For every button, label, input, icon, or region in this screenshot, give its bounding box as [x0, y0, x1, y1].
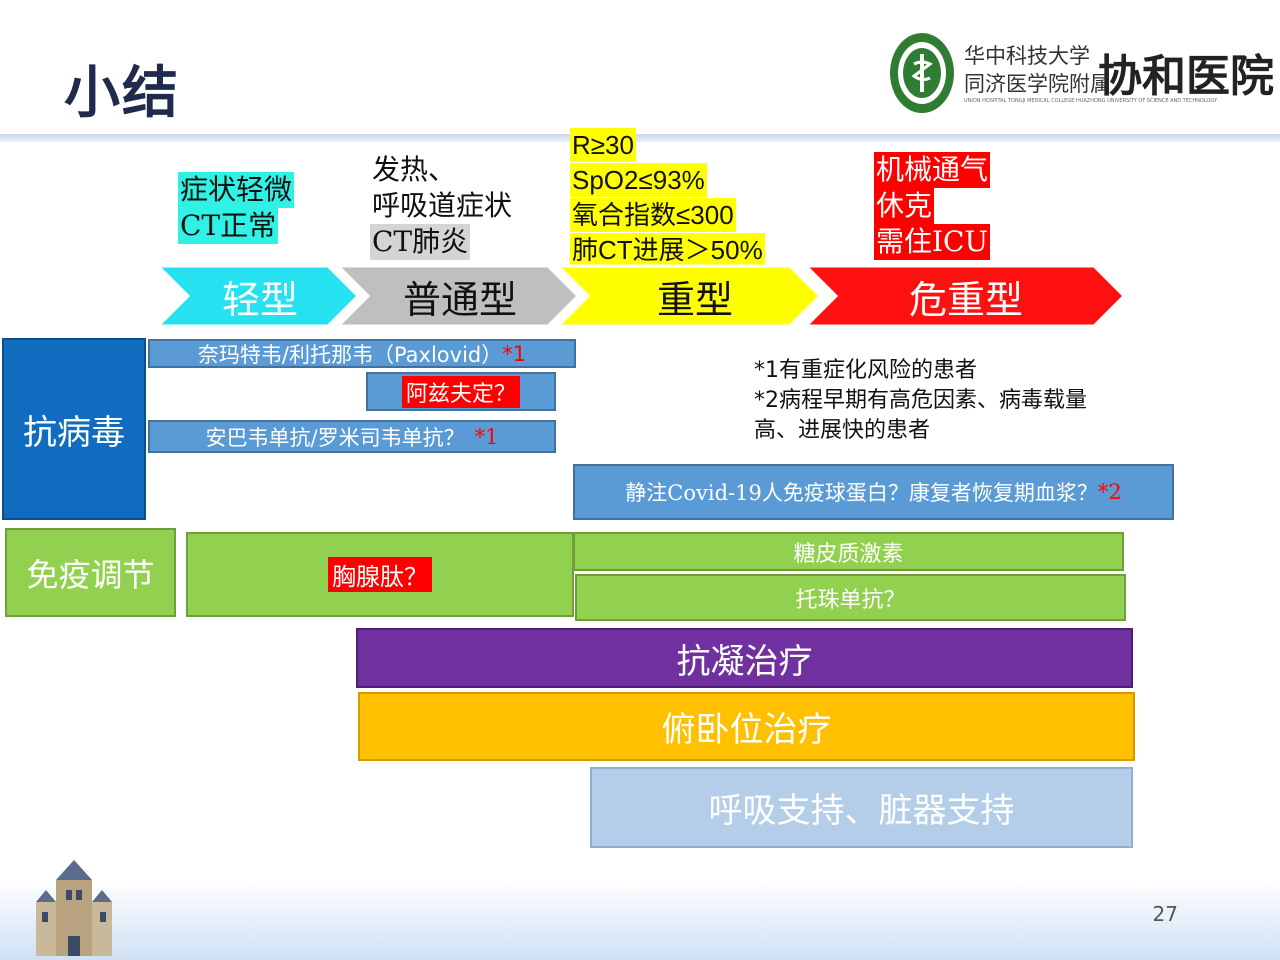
stage-critical-chevron [802, 264, 1127, 328]
ivig-plasma-text: 静注Covid-19人免疫球蛋白？康复者恢复期血浆？ [625, 481, 1098, 505]
organ-support-bar: 呼吸支持、脏器支持 [590, 767, 1133, 848]
common-criterion: CT肺炎 [370, 224, 471, 260]
severity-stages-arrow [154, 264, 1127, 328]
footnote: *2病程早期有高危因素、病毒载量 [754, 388, 1087, 413]
antiviral-label: 抗病毒 [23, 412, 125, 453]
mild-criterion: 症状轻微 [178, 172, 295, 208]
thymosin-text: 胸腺肽？ [328, 557, 432, 592]
paxlovid-bar: 奈玛特韦/利托那韦（Paxlovid） *1 [148, 339, 576, 368]
page-number: 27 [1152, 902, 1178, 926]
prone-position-bar: 俯卧位治疗 [358, 692, 1135, 761]
severe-criterion: R≥30 [570, 128, 636, 162]
stage-common-chevron [334, 264, 581, 328]
critical-criterion: 休克 [874, 188, 935, 224]
glucocorticoid-text: 糖皮质激素 [793, 541, 904, 567]
common-criteria: 发热、 呼吸道症状 CT肺炎 [370, 152, 514, 260]
ivig-plasma-bar: 静注Covid-19人免疫球蛋白？康复者恢复期血浆？ *2 [573, 464, 1174, 520]
critical-criterion: 机械通气 [874, 152, 991, 188]
severe-criterion: 氧合指数≤300 [570, 198, 736, 232]
immune-category: 免疫调节 [5, 528, 176, 617]
mild-criterion: CT正常 [178, 208, 279, 244]
hospital-name: 协和医院 [1098, 51, 1274, 102]
common-criterion: 呼吸道症状 [372, 189, 513, 222]
paxlovid-note-mark: *1 [502, 341, 527, 366]
stage-common-label: 普通型 [402, 277, 517, 322]
school-name-line1: 华中科技大学 [964, 44, 1090, 68]
immune-label: 免疫调节 [26, 555, 155, 594]
school-name-line2: 同济医学院附属 [964, 72, 1111, 96]
common-criterion: 发热、 [372, 153, 457, 186]
antibody-text: 安巴韦单抗/罗米司韦单抗？ [205, 425, 465, 450]
antiviral-category: 抗病毒 [2, 338, 146, 520]
thymosin-bar: 胸腺肽？ [186, 532, 574, 617]
page-title: 小结 [64, 61, 180, 126]
tocilizumab-bar: 托珠单抗？ [575, 574, 1126, 621]
organ-support-text: 呼吸支持、脏器支持 [708, 791, 1015, 831]
azvudine-text: 阿兹夫定？ [401, 375, 520, 408]
stage-mild-label: 轻型 [221, 277, 298, 322]
header-divider [0, 134, 1280, 142]
antibody-note-mark: *1 [474, 424, 499, 449]
stage-severe-chevron [554, 264, 823, 328]
critical-criterion: 需住ICU [874, 224, 991, 260]
anticoagulation-text: 抗凝治疗 [676, 641, 813, 682]
hospital-logo: 华中科技大学 同济医学院附属 协和医院 UNION HOSPITAL TONGJ… [888, 30, 1274, 116]
stage-severe-label: 重型 [656, 277, 733, 322]
stage-mild-chevron [154, 264, 361, 328]
anticoagulation-bar: 抗凝治疗 [356, 628, 1133, 688]
footer-band [0, 880, 1280, 960]
stage-critical-label: 危重型 [908, 277, 1023, 322]
hospital-english-name: UNION HOSPITAL TONGJI MEDICAL COLLEGE HU… [964, 98, 1218, 104]
tocilizumab-text: 托珠单抗？ [795, 587, 906, 613]
critical-criteria: 机械通气 休克 需住ICU [874, 152, 991, 260]
paxlovid-text: 奈玛特韦/利托那韦（Paxlovid） [197, 342, 503, 367]
glucocorticoid-bar: 糖皮质激素 [573, 532, 1124, 571]
severe-criterion: SpO2≤93% [570, 163, 707, 197]
severe-criteria: R≥30 SpO2≤93% 氧合指数≤300 肺CT进展＞50% [570, 128, 765, 268]
ivig-note-mark: *2 [1097, 480, 1122, 504]
hospital-emblem-icon [890, 33, 954, 113]
hospital-building-icon [36, 860, 112, 956]
footnote: 高、进展快的患者 [754, 418, 931, 443]
footnotes: *1有重症化风险的患者 *2病程早期有高危因素、病毒载量 高、进展快的患者 [754, 356, 1087, 446]
azvudine-bar: 阿兹夫定？ [366, 372, 556, 411]
mild-criteria: 症状轻微 CT正常 [178, 172, 295, 244]
antibody-bar: 安巴韦单抗/罗米司韦单抗？ *1 [148, 420, 556, 453]
severe-criterion: 肺CT进展＞50% [570, 233, 765, 267]
prone-position-text: 俯卧位治疗 [661, 710, 832, 750]
footnote: *1有重症化风险的患者 [754, 358, 977, 383]
